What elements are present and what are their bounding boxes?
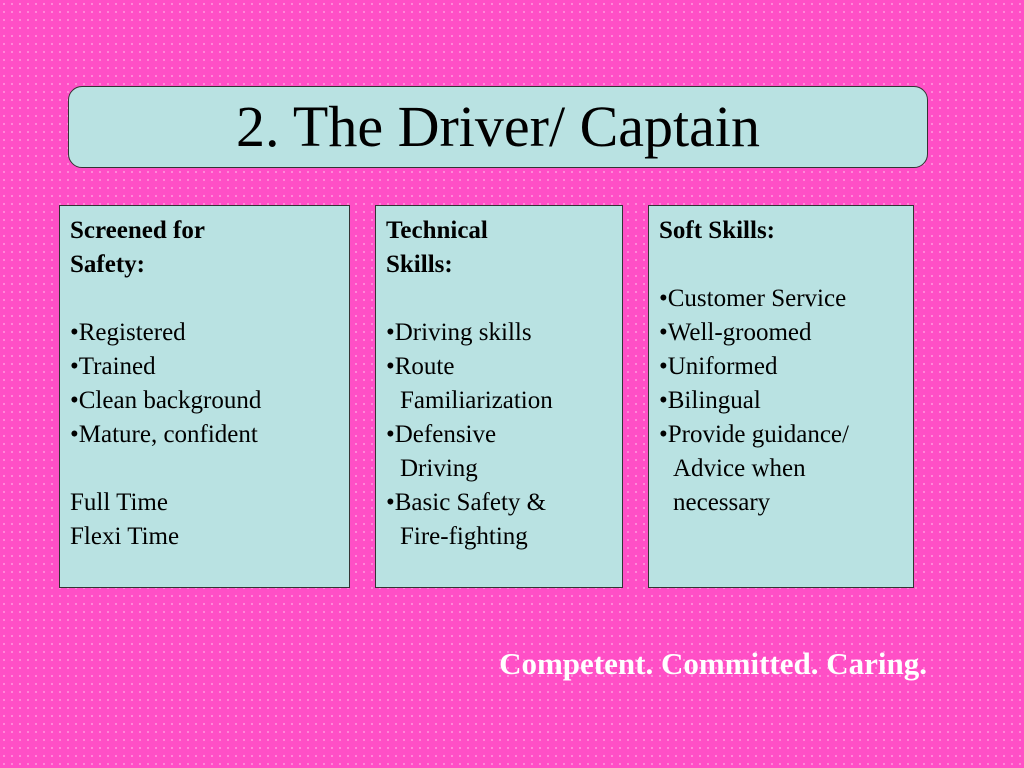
panel-soft-skills: Soft Skills: •Customer Service •Well-gro… — [648, 205, 914, 588]
list-item: •Defensive Driving — [386, 421, 497, 482]
panel-heading: Screened for Safety: — [70, 217, 205, 278]
list-item: •Trained — [70, 353, 156, 380]
panel-heading: Technical Skills: — [386, 217, 488, 278]
list-item: •Bilingual — [659, 387, 761, 414]
list-item: •Route Familiarization — [386, 353, 553, 414]
list-item: •Mature, confident — [70, 421, 258, 448]
spacer — [70, 452, 339, 486]
list-item: •Driving skills — [386, 319, 532, 346]
spacer — [386, 282, 612, 316]
spacer — [659, 248, 903, 282]
list-item: •Provide guidance/ Advice when necessary — [659, 421, 849, 516]
spacer — [70, 282, 339, 316]
schedule-text: Flexi Time — [70, 523, 180, 550]
list-item: •Well-groomed — [659, 319, 812, 346]
list-item: •Basic Safety & Fire-fighting — [386, 489, 547, 550]
panel-screened-for-safety: Screened for Safety: •Registered •Traine… — [59, 205, 350, 588]
schedule-text: Full Time — [70, 489, 168, 516]
tagline: Competent. Committed. Caring. — [499, 646, 927, 681]
list-item: •Clean background — [70, 387, 262, 414]
panel-heading: Soft Skills: — [659, 217, 776, 244]
title-box: 2. The Driver/ Captain — [68, 86, 928, 168]
slide-title: 2. The Driver/ Captain — [235, 94, 760, 159]
list-item: •Customer Service — [659, 285, 847, 312]
panel-technical-skills: Technical Skills: •Driving skills •Route… — [375, 205, 623, 588]
list-item: •Registered — [70, 319, 186, 346]
list-item: •Uniformed — [659, 353, 778, 380]
